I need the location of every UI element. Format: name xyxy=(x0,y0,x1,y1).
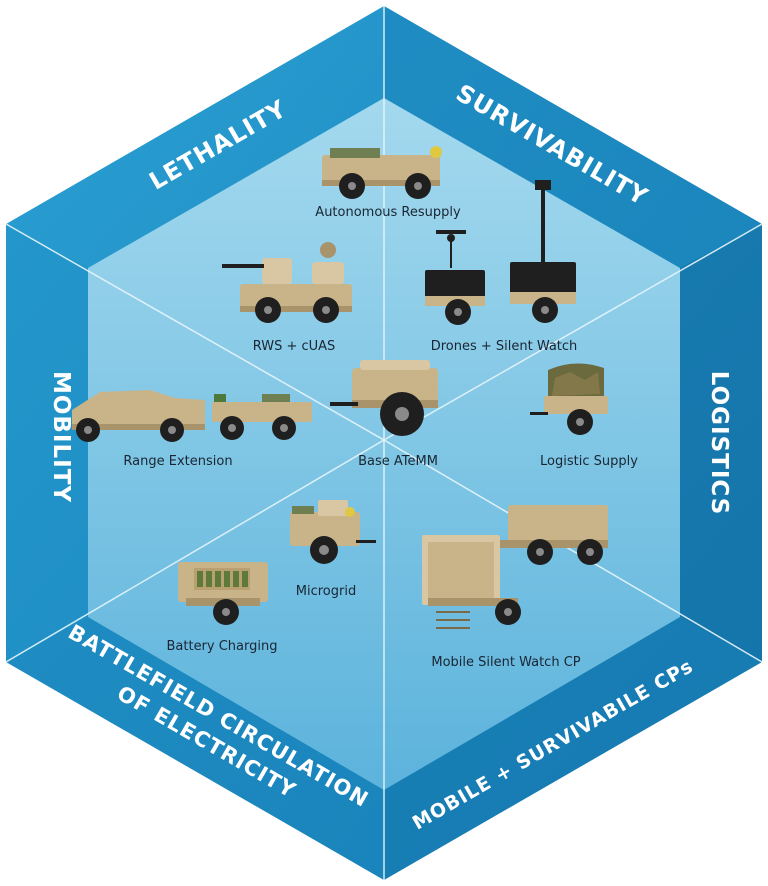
vehicle-label-mobile-silent-watch-cp: Mobile Silent Watch CP xyxy=(431,655,580,670)
vehicle-label-autonomous-resupply: Autonomous Resupply xyxy=(315,205,461,220)
vehicle-autonomous-resupply xyxy=(322,146,442,199)
vehicle-drones-silent-watch xyxy=(425,180,576,325)
vehicle-microgrid xyxy=(290,500,376,564)
vehicle-logistic-supply xyxy=(530,363,608,435)
vehicle-range-extension xyxy=(72,390,312,442)
vehicle-label-range-extension: Range Extension xyxy=(123,454,232,469)
ring-shade-left xyxy=(6,224,88,662)
vehicle-label-rws-cuas: RWS + cUAS xyxy=(253,339,336,354)
vehicle-label-drones-silent-watch: Drones + Silent Watch xyxy=(431,339,578,354)
segment-dividers xyxy=(5,6,763,880)
vehicle-rws-cuas xyxy=(222,242,352,323)
ring-shade-right xyxy=(680,224,762,662)
vehicle-mobile-silent-watch-cp xyxy=(422,505,608,629)
vehicle-label-battery-charging: Battery Charging xyxy=(166,639,277,654)
vehicle-battery-charging xyxy=(178,562,268,625)
vehicle-label-logistic-supply: Logistic Supply xyxy=(540,454,638,469)
ring-shade-top-right xyxy=(384,6,762,268)
segment-label-mobility: MOBILITY xyxy=(48,371,74,503)
vehicle-base-atemm xyxy=(330,360,438,436)
vehicle-label-microgrid: Microgrid xyxy=(296,584,356,599)
ring-shade-bottom-left xyxy=(6,617,384,880)
ring-shade-bottom-right xyxy=(384,617,762,880)
segment-label-logistics: LOGISTICS xyxy=(706,371,732,516)
vehicle-label-base-atemm: Base ATeMM xyxy=(358,454,438,469)
